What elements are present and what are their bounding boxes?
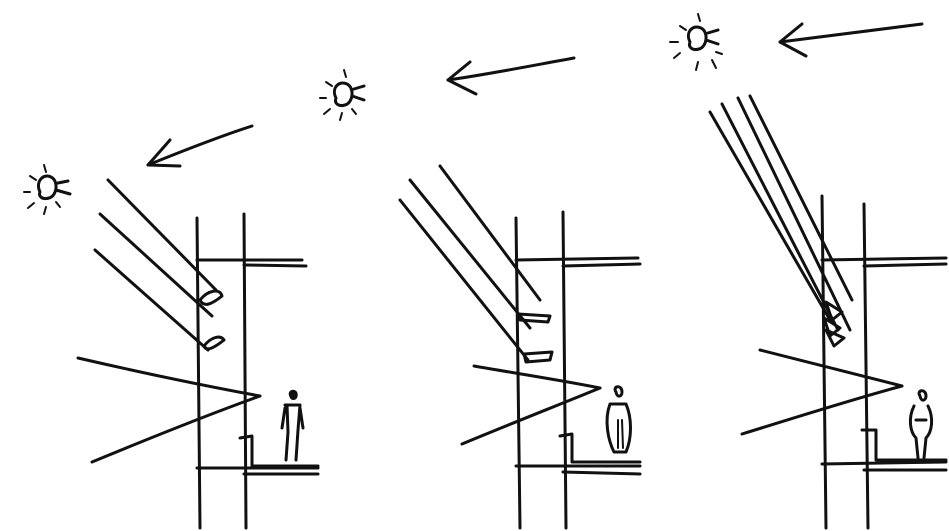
light-wedge [78, 358, 260, 462]
panel-1 [24, 126, 318, 528]
light-wedge [742, 350, 902, 434]
arrow-left-icon [148, 126, 252, 166]
person-icon [607, 387, 630, 452]
sun-icon [670, 14, 722, 70]
arrow-left-icon [448, 58, 574, 94]
shading-fins [518, 314, 552, 362]
person-icon [910, 391, 931, 458]
sun-rays [710, 96, 852, 330]
panel-2 [320, 58, 640, 528]
facade-wall [516, 212, 640, 528]
facade-wall [822, 196, 946, 528]
sun-icon [320, 70, 364, 120]
floor-step [862, 430, 946, 460]
light-wedge [462, 366, 600, 444]
person-icon [282, 391, 303, 460]
sun-rays [400, 166, 540, 360]
arrow-left-icon [780, 24, 922, 56]
shading-fins [200, 291, 224, 349]
facade-wall [197, 214, 318, 528]
floor-step [240, 436, 318, 466]
sun-icon [24, 165, 70, 214]
panel-3 [670, 14, 946, 528]
